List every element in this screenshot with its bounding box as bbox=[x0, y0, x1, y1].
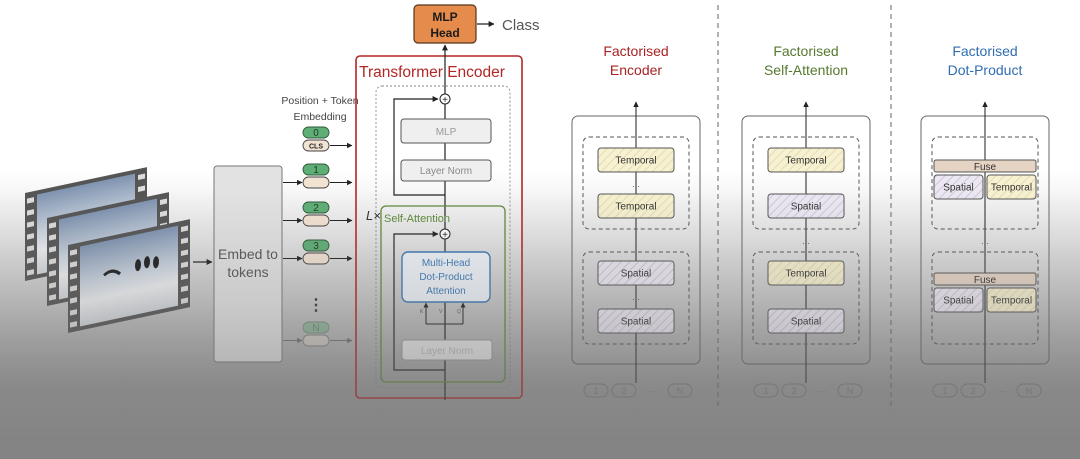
position-index: N bbox=[312, 323, 319, 334]
ellipsis-bottom: ··· bbox=[632, 295, 640, 304]
variant-title-line2: Self-Attention bbox=[764, 62, 848, 78]
q-label: Q bbox=[457, 309, 461, 315]
token-ellipsis: ⋮ bbox=[308, 297, 324, 314]
token-2: 2 bbox=[283, 201, 353, 227]
mhdpa-line1: Multi-Head bbox=[422, 258, 470, 269]
position-index: 0 bbox=[313, 128, 319, 139]
pos-token-label-line1: Position + Token bbox=[281, 95, 358, 107]
variant-title-line2: Dot-Product bbox=[948, 62, 1023, 78]
variant-input-tokens: 1 2 N ··· bbox=[583, 383, 693, 398]
top-temporal-block-label: Temporal bbox=[991, 183, 1032, 194]
top-block-1-label: Temporal bbox=[615, 156, 656, 167]
bottom-temporal-block-label: Temporal bbox=[991, 296, 1032, 307]
input-token-label: 2 bbox=[791, 386, 796, 396]
mlp-head-line1: MLP bbox=[432, 10, 457, 24]
layer-norm-bottom-label: Layer Norm bbox=[421, 346, 473, 357]
bottom-block-2-label: Spatial bbox=[621, 317, 652, 328]
variant-title-line2: Encoder bbox=[610, 62, 662, 78]
ellipsis-mid: ··· bbox=[981, 239, 989, 248]
class-label: Class bbox=[502, 17, 540, 34]
position-index: 2 bbox=[313, 203, 319, 214]
input-token-dots: ··· bbox=[648, 386, 657, 396]
input-token-dots: ··· bbox=[997, 386, 1006, 396]
token-embedding-pill bbox=[302, 214, 330, 227]
bottom-spatial-block-label: Spatial bbox=[943, 296, 974, 307]
top-block-1-label: Temporal bbox=[785, 156, 826, 167]
input-token-label: 2 bbox=[970, 386, 975, 396]
bottom-block-2-label: Spatial bbox=[791, 317, 822, 328]
pos-token-label-line2: Embedding bbox=[293, 111, 346, 123]
k-label: K bbox=[420, 309, 424, 315]
transformer-encoder: Transformer Encoder L× + MLP Layer Norm … bbox=[355, 44, 523, 400]
cls-token-label: CLS bbox=[309, 144, 323, 151]
variant-input-tokens: 1 2 N ··· bbox=[932, 383, 1042, 398]
self-attention-label: Self-Attention bbox=[384, 213, 450, 225]
input-token-label: N bbox=[677, 386, 684, 396]
ellipsis-top: ··· bbox=[632, 182, 640, 191]
plus-top: + bbox=[442, 95, 448, 106]
encoder-title: Transformer Encoder bbox=[359, 64, 505, 81]
input-token-label: 1 bbox=[763, 386, 768, 396]
ellipsis-mid: ··· bbox=[802, 239, 810, 248]
factorised-self-attention: FactorisedSelf-AttentionTemporalSpatialT… bbox=[741, 43, 871, 398]
token-embedding-pill bbox=[302, 176, 330, 189]
mhdpa-line2: Dot-Product bbox=[419, 272, 473, 283]
input-token-label: N bbox=[1026, 386, 1033, 396]
embed-to-tokens-box: Embed to tokens bbox=[213, 165, 283, 363]
variant-title-line1: Factorised bbox=[773, 43, 838, 59]
v-label: V bbox=[439, 309, 443, 315]
layer-norm-top-label: Layer Norm bbox=[420, 166, 472, 177]
token-embedding-pill bbox=[302, 334, 330, 347]
mlp-head-box: MLP Head bbox=[413, 4, 477, 44]
variant-title-line1: Factorised bbox=[952, 43, 1017, 59]
embed-label-line2: tokens bbox=[227, 264, 268, 280]
position-index: 1 bbox=[313, 165, 319, 176]
top-fuse-label: Fuse bbox=[974, 162, 997, 173]
mhdpa-line3: Attention bbox=[426, 286, 465, 297]
input-token-label: 1 bbox=[942, 386, 947, 396]
token-embedding-pill bbox=[302, 252, 330, 265]
input-token-label: N bbox=[847, 386, 854, 396]
bottom-block-1-label: Temporal bbox=[785, 269, 826, 280]
input-token-label: 1 bbox=[593, 386, 598, 396]
mlp-head-line2: Head bbox=[430, 26, 459, 40]
bottom-block-1-label: Spatial bbox=[621, 269, 652, 280]
factorised-variants: FactorisedEncoderTemporalTemporalSpatial… bbox=[571, 43, 1050, 398]
repeat-label: L× bbox=[366, 208, 381, 223]
top-spatial-block-label: Spatial bbox=[943, 183, 974, 194]
position-index: 3 bbox=[313, 241, 319, 252]
variant-title-line1: Factorised bbox=[603, 43, 668, 59]
mlp-label: MLP bbox=[436, 127, 457, 138]
factorised-encoder: FactorisedEncoderTemporalTemporalSpatial… bbox=[571, 43, 701, 398]
input-token-dots: ··· bbox=[818, 386, 827, 396]
bottom-fuse-label: Fuse bbox=[974, 275, 997, 286]
video-frames bbox=[25, 167, 190, 333]
token-N: N bbox=[283, 321, 353, 347]
variant-input-tokens: 1 2 N ··· bbox=[753, 383, 863, 398]
plus-bottom: + bbox=[442, 230, 448, 241]
token-3: 3 bbox=[283, 239, 353, 265]
top-block-2-label: Temporal bbox=[615, 202, 656, 213]
input-token-label: 2 bbox=[621, 386, 626, 396]
token-1: 1 bbox=[283, 163, 353, 189]
embed-label-line1: Embed to bbox=[218, 246, 278, 262]
top-block-2-label: Spatial bbox=[791, 202, 822, 213]
